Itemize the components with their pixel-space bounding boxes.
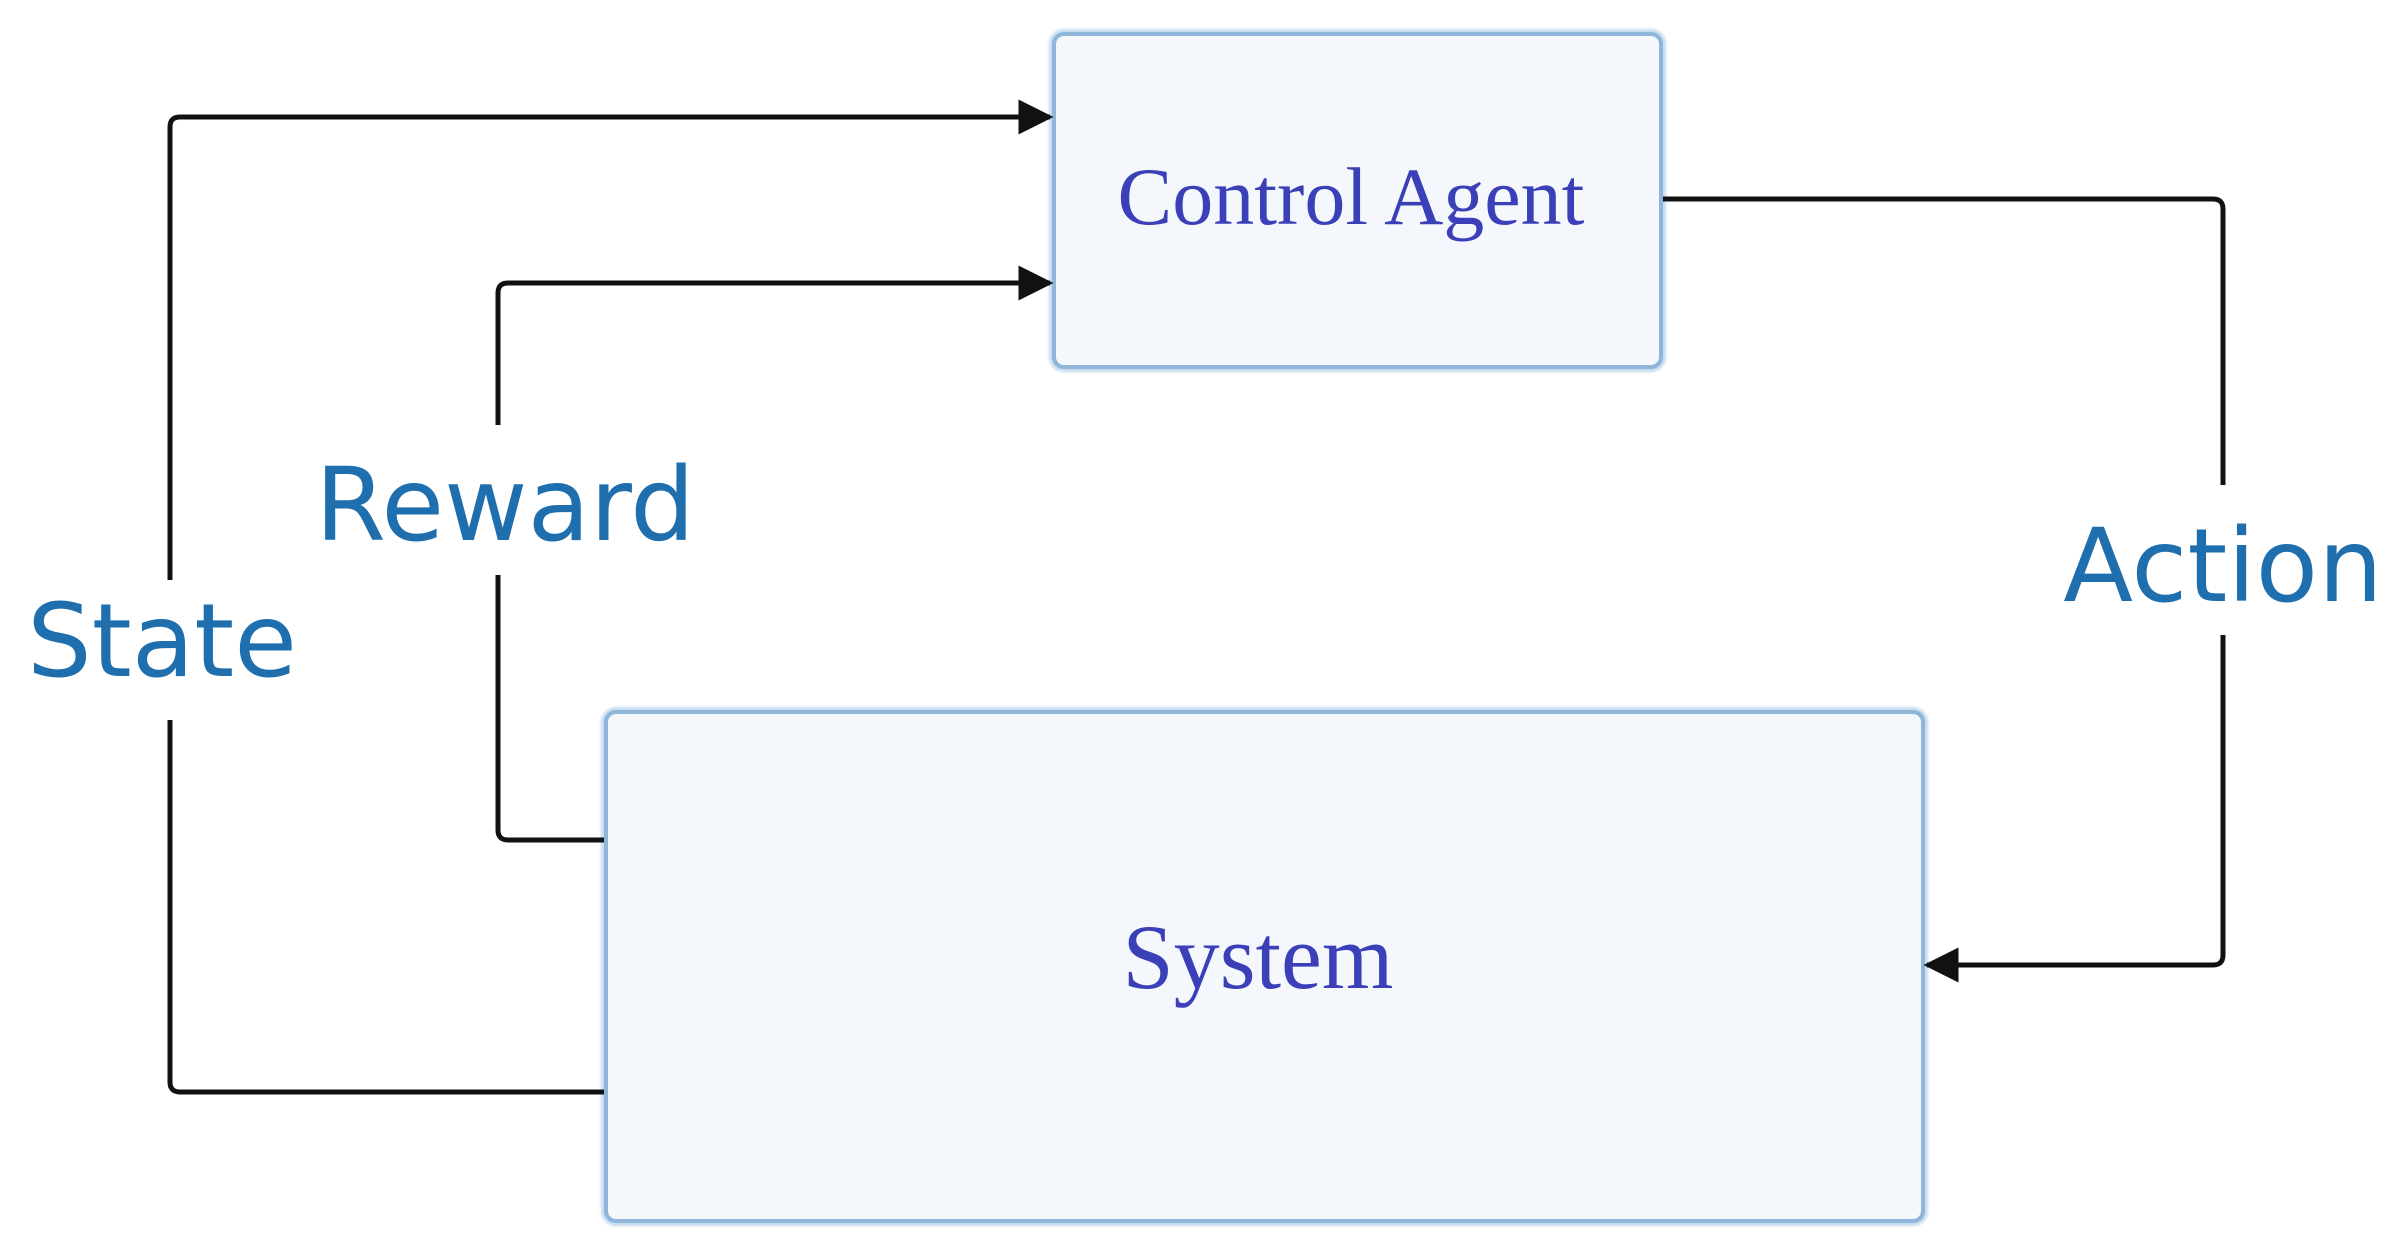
action-label-gap — [2055, 485, 2395, 635]
system-node: System — [601, 707, 1928, 1226]
state-label-gap — [20, 580, 320, 720]
action-label: Action — [2063, 507, 2382, 626]
control-agent-box — [1052, 32, 1663, 369]
reward-label: Reward — [315, 446, 695, 565]
reward-edge: Reward — [300, 265, 1054, 843]
state-edge: State — [20, 99, 1054, 1095]
reward-label-gap — [300, 425, 700, 575]
system-box — [604, 710, 1925, 1223]
action-edge: Action — [1663, 196, 2395, 983]
system-label: System — [1123, 906, 1394, 1008]
control-agent-label: Control Agent — [1118, 151, 1585, 242]
state-label: State — [27, 582, 297, 701]
control-agent-node: Control Agent — [1049, 29, 1666, 372]
